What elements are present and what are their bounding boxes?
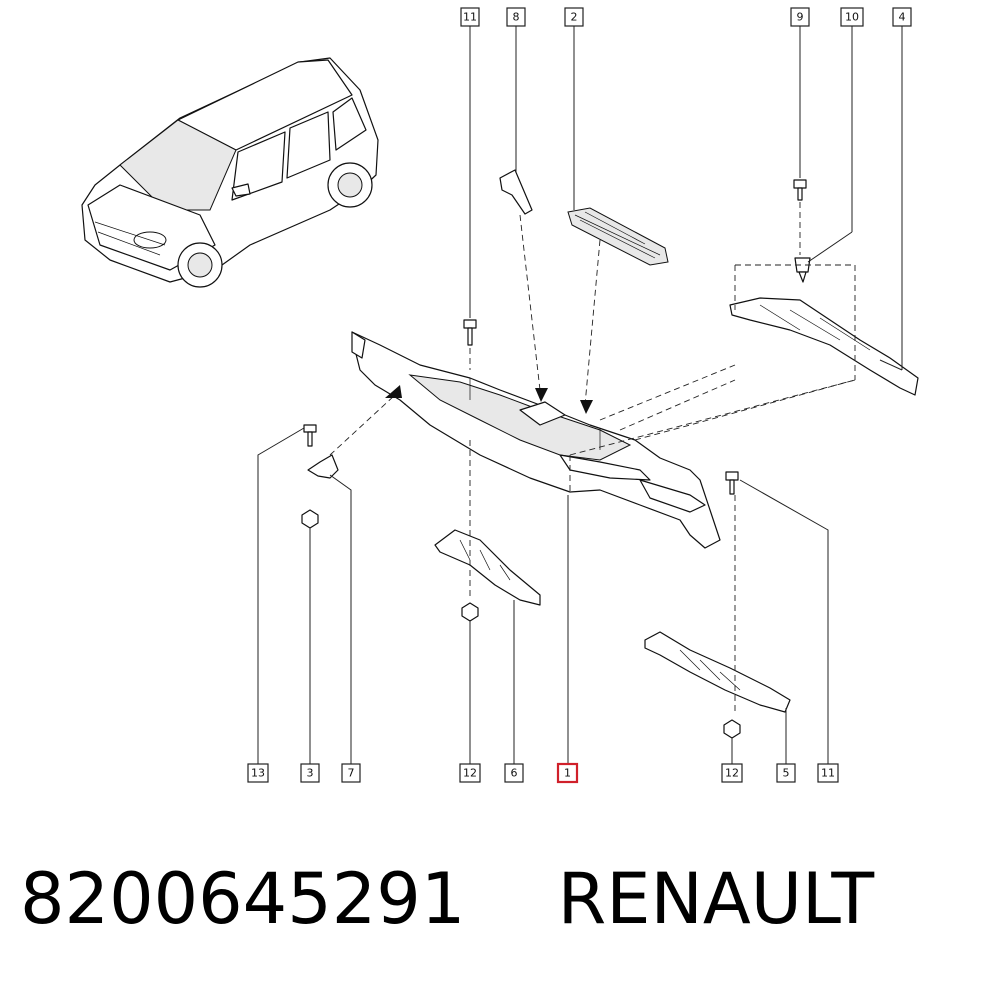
bolt-icon [303, 424, 317, 447]
callout-label: 4 [899, 11, 906, 24]
callout-2[interactable]: 2 [564, 7, 584, 27]
callout-label: 12 [725, 767, 739, 780]
callout-label: 3 [307, 767, 314, 780]
callout-11-top[interactable]: 11 [460, 7, 480, 27]
footer-caption: 8200645291 RENAULT [20, 858, 874, 940]
callout-label: 5 [783, 767, 790, 780]
bolt-icon [463, 319, 477, 346]
side-panel-part-4 [729, 297, 919, 396]
clip-part-7 [307, 454, 339, 479]
callout-7[interactable]: 7 [341, 763, 361, 783]
callout-label: 11 [821, 767, 835, 780]
callout-label: 9 [797, 11, 804, 24]
grille-insert-part-2 [567, 207, 669, 266]
fasteners [301, 179, 811, 739]
callout-12-left[interactable]: 12 [459, 763, 481, 783]
callout-8[interactable]: 8 [506, 7, 526, 27]
callout-9[interactable]: 9 [790, 7, 810, 27]
bracket-part-8 [499, 169, 533, 215]
callout-6[interactable]: 6 [504, 763, 524, 783]
callout-label: 7 [348, 767, 355, 780]
callout-label: 8 [513, 11, 520, 24]
bracket-part-6 [434, 529, 541, 606]
callout-3[interactable]: 3 [300, 763, 320, 783]
callout-label: 1 [564, 767, 571, 780]
nut-icon [301, 509, 319, 529]
callout-label: 11 [463, 11, 477, 24]
callout-label: 2 [571, 11, 578, 24]
bolt-icon [725, 471, 739, 495]
assembly-lines [329, 202, 856, 715]
callout-4[interactable]: 4 [892, 7, 912, 27]
clip-icon [794, 257, 811, 283]
part-number: 8200645291 [20, 858, 466, 940]
car-illustration [81, 57, 379, 288]
leader-lines [257, 26, 903, 764]
nut-icon [723, 719, 741, 739]
callout-5[interactable]: 5 [776, 763, 796, 783]
callout-label: 6 [511, 767, 518, 780]
cowl-panel-part-1 [351, 331, 721, 549]
brand-name: RENAULT [557, 858, 875, 940]
screw-icon [793, 179, 807, 201]
callout-1-highlighted[interactable]: 1 [556, 762, 579, 784]
callout-label: 13 [251, 767, 265, 780]
callout-12-right[interactable]: 12 [721, 763, 743, 783]
callout-label: 10 [845, 11, 859, 24]
bracket-part-5 [644, 631, 791, 713]
callout-10[interactable]: 10 [840, 7, 864, 27]
callout-label: 12 [463, 767, 477, 780]
nut-icon [461, 602, 479, 622]
callout-11-bottom[interactable]: 11 [817, 763, 839, 783]
callout-13[interactable]: 13 [247, 763, 269, 783]
